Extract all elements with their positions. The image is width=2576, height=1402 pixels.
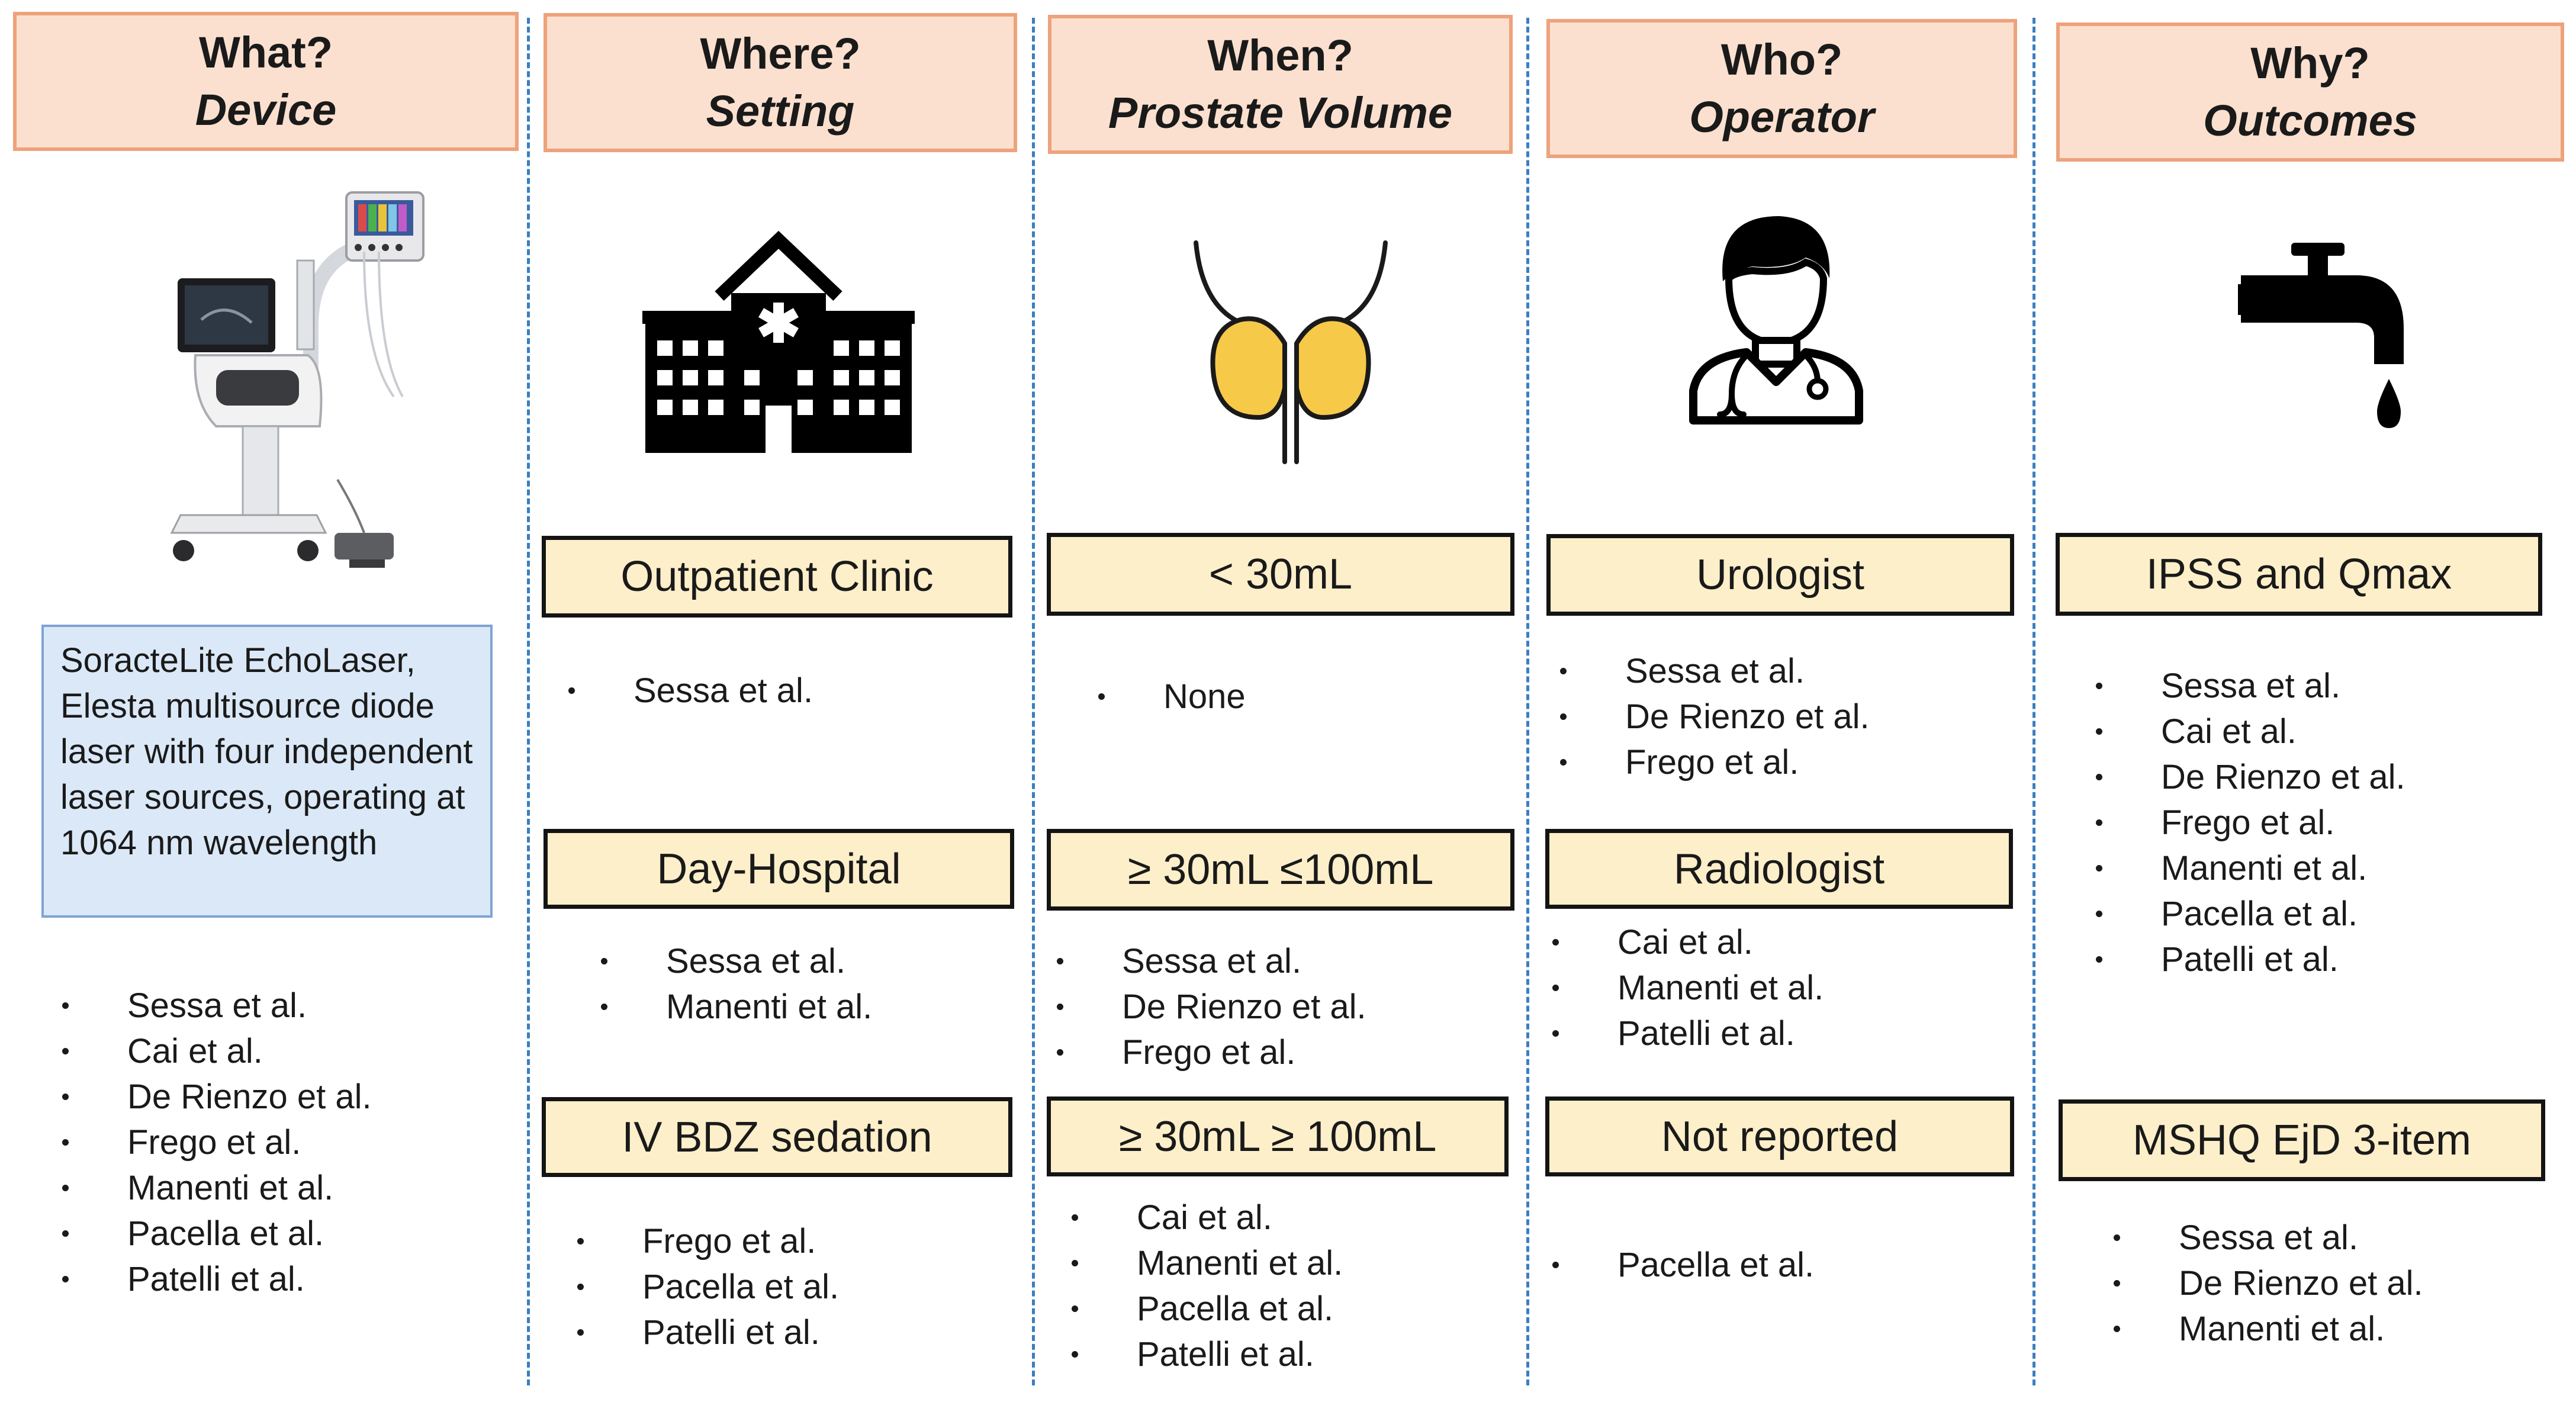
study-list: Pacella et al. <box>1546 1242 1814 1288</box>
list-item: None <box>1092 674 1246 719</box>
study-list: Sessa et al. De Rienzo et al. Frego et a… <box>1554 648 1870 785</box>
list-item: Patelli et al. <box>2090 937 2405 982</box>
header-question: Where? <box>700 29 861 79</box>
category-label: Day-Hospital <box>543 829 1014 909</box>
category-label: ≥ 30mL ≤100mL <box>1047 829 1514 911</box>
header-subtitle: Device <box>195 85 337 134</box>
column-divider <box>1526 18 1529 1385</box>
category-label: ≥ 30mL ≥ 100mL <box>1047 1096 1509 1176</box>
study-list: Sessa et al. Manenti et al. <box>595 938 872 1030</box>
category-label: Outpatient Clinic <box>542 536 1012 618</box>
list-item: Manenti et al. <box>2090 845 2405 891</box>
header-question: Who? <box>1720 35 1843 85</box>
list-item: Pacella et al. <box>56 1211 372 1256</box>
list-item: Frego et al. <box>2090 800 2405 845</box>
prostate-icon <box>1190 240 1391 465</box>
study-list: Sessa et al. Cai et al. De Rienzo et al.… <box>56 983 372 1302</box>
list-item: Cai et al. <box>2090 709 2405 754</box>
header-question: What? <box>198 28 333 78</box>
list-item: Sessa et al. <box>562 668 813 713</box>
list-item: De Rienzo et al. <box>2108 1260 2423 1306</box>
list-item: Sessa et al. <box>2108 1215 2423 1260</box>
list-item: Sessa et al. <box>2090 663 2405 709</box>
list-item: Sessa et al. <box>1051 938 1366 984</box>
faucet-icon <box>2238 240 2410 435</box>
study-list: None <box>1092 674 1246 719</box>
list-item: Frego et al. <box>1554 739 1870 785</box>
list-item: Pacella et al. <box>571 1264 839 1310</box>
column-divider <box>527 18 530 1385</box>
list-item: Manenti et al. <box>1546 965 1824 1011</box>
category-label: Radiologist <box>1545 829 2013 909</box>
column-divider <box>2033 18 2035 1385</box>
header-subtitle: Prostate Volume <box>1108 88 1453 137</box>
header-question: Why? <box>2250 38 2370 88</box>
category-label: < 30mL <box>1047 533 1514 616</box>
list-item: De Rienzo et al. <box>56 1074 372 1120</box>
list-item: Pacella et al. <box>1066 1286 1343 1332</box>
list-item: De Rienzo et al. <box>2090 754 2405 800</box>
hospital-icon <box>642 228 915 453</box>
header-subtitle: Outcomes <box>2203 95 2417 145</box>
device-description-box: SoracteLite EchoLaser, Elesta multisourc… <box>41 625 493 918</box>
study-list: Frego et al. Pacella et al. Patelli et a… <box>571 1218 839 1355</box>
study-list: Cai et al. Manenti et al. Pacella et al.… <box>1066 1195 1343 1377</box>
list-item: Patelli et al. <box>1546 1011 1824 1056</box>
list-item: Sessa et al. <box>56 983 372 1028</box>
list-item: Manenti et al. <box>2108 1306 2423 1352</box>
list-item: Sessa et al. <box>1554 648 1870 694</box>
header-subtitle: Operator <box>1689 92 1874 142</box>
list-item: De Rienzo et al. <box>1554 694 1870 739</box>
list-item: Frego et al. <box>571 1218 839 1264</box>
list-item: De Rienzo et al. <box>1051 984 1366 1030</box>
category-label: MSHQ EjD 3-item <box>2059 1099 2545 1181</box>
study-list: Sessa et al. <box>562 668 813 713</box>
list-item: Cai et al. <box>1546 919 1824 965</box>
column-header: Why? Outcomes <box>2056 22 2564 162</box>
list-item: Manenti et al. <box>56 1165 372 1211</box>
list-item: Frego et al. <box>1051 1030 1366 1075</box>
list-item: Sessa et al. <box>595 938 872 984</box>
list-item: Cai et al. <box>56 1028 372 1074</box>
study-list: Sessa et al. Cai et al. De Rienzo et al.… <box>2090 663 2405 982</box>
column-header: What? Device <box>13 12 519 151</box>
category-label: Not reported <box>1545 1096 2014 1176</box>
column-header: Who? Operator <box>1546 19 2017 158</box>
study-list: Cai et al. Manenti et al. Patelli et al. <box>1546 919 1824 1056</box>
column-divider <box>1032 18 1035 1385</box>
category-label: IPSS and Qmax <box>2056 533 2542 616</box>
list-item: Pacella et al. <box>1546 1242 1814 1288</box>
category-label: IV BDZ sedation <box>542 1097 1012 1177</box>
header-subtitle: Setting <box>706 86 855 136</box>
study-list: Sessa et al. De Rienzo et al. Frego et a… <box>1051 938 1366 1075</box>
header-question: When? <box>1207 31 1353 81</box>
list-item: Patelli et al. <box>571 1310 839 1355</box>
list-item: Patelli et al. <box>56 1256 372 1302</box>
category-label: Urologist <box>1546 534 2014 616</box>
study-list: Sessa et al. De Rienzo et al. Manenti et… <box>2108 1215 2423 1352</box>
column-header: When? Prostate Volume <box>1048 15 1513 154</box>
column-header: Where? Setting <box>543 13 1017 152</box>
list-item: Frego et al. <box>56 1120 372 1165</box>
list-item: Manenti et al. <box>1066 1240 1343 1286</box>
list-item: Patelli et al. <box>1066 1332 1343 1377</box>
laser-device-icon <box>160 178 432 580</box>
list-item: Cai et al. <box>1066 1195 1343 1240</box>
list-item: Manenti et al. <box>595 984 872 1030</box>
list-item: Pacella et al. <box>2090 891 2405 937</box>
doctor-icon <box>1681 210 1871 429</box>
